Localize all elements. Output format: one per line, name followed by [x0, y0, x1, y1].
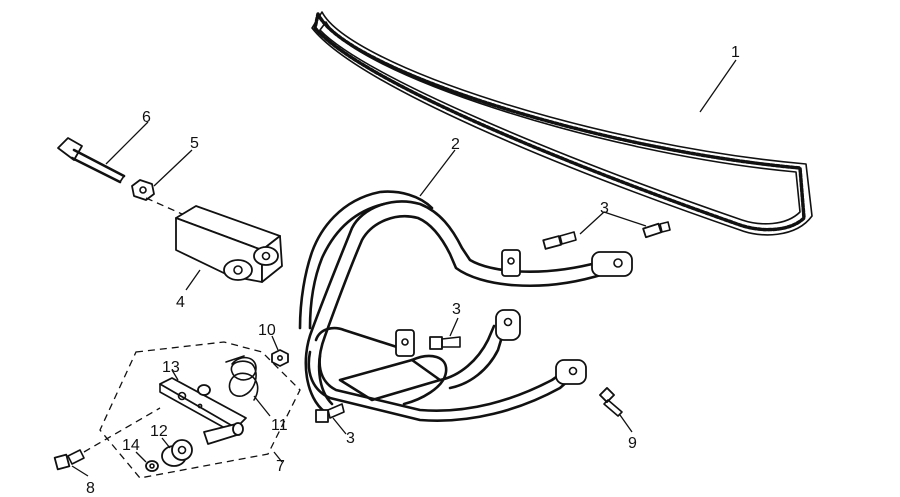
nut-5 — [131, 179, 155, 201]
leader-2 — [419, 149, 456, 197]
callout-2: 2 — [451, 136, 460, 153]
spring-11 — [225, 355, 259, 401]
leader-1 — [699, 59, 737, 113]
callout-4: 4 — [176, 294, 185, 311]
bolt-3-upper-a — [542, 231, 577, 250]
leader-3c — [332, 417, 347, 435]
callout-11: 11 — [271, 417, 288, 434]
callout-13: 13 — [162, 359, 180, 376]
callout-9: 9 — [628, 435, 637, 452]
callout-3b: 3 — [452, 301, 461, 318]
leader-4 — [185, 269, 201, 291]
callout-6: 6 — [142, 109, 151, 126]
tensioner-shaft — [203, 422, 244, 445]
bolt-6 — [57, 137, 126, 184]
leader-11 — [253, 395, 271, 417]
callout-12: 12 — [150, 423, 168, 440]
callout-5: 5 — [190, 135, 199, 152]
bolt-3-mid — [429, 336, 461, 350]
roller-12 — [161, 439, 193, 467]
frame-tab-left — [501, 249, 521, 277]
leader-14 — [135, 451, 147, 463]
leader-10 — [271, 335, 279, 351]
chain — [311, 11, 813, 236]
bolt-9 — [599, 387, 623, 417]
assembly-7-outline — [99, 341, 301, 479]
callout-10: 10 — [258, 322, 276, 339]
callout-3c: 3 — [346, 430, 355, 447]
leader-7 — [273, 451, 283, 463]
leader-3b — [449, 317, 459, 337]
bolt-3-lower — [315, 403, 345, 423]
frame-tab-right — [591, 251, 633, 277]
callout-1: 1 — [731, 44, 740, 61]
leader-9 — [619, 414, 633, 433]
callout-3a: 3 — [600, 200, 609, 217]
callout-7: 7 — [276, 458, 285, 475]
callout-14: 14 — [122, 437, 140, 454]
lower-guard-frame — [307, 309, 587, 422]
bolt-3-upper-b — [642, 221, 671, 239]
leader-12 — [161, 437, 171, 449]
leader-8 — [71, 465, 89, 477]
upper-guard-frame — [298, 190, 633, 414]
leader-6 — [105, 121, 149, 165]
leader-3a — [579, 211, 647, 235]
washer-14 — [145, 460, 159, 472]
plate-13 — [159, 377, 247, 433]
axis-dash-8 — [83, 407, 161, 453]
bolt-8 — [53, 449, 85, 471]
callout-8: 8 — [86, 480, 95, 497]
leader-13 — [171, 369, 179, 381]
bracket-4 — [175, 205, 283, 283]
leader-5 — [153, 149, 193, 187]
lower-tab-right — [555, 359, 587, 385]
lower-tab-mid — [395, 329, 415, 357]
nut-10 — [271, 349, 289, 367]
